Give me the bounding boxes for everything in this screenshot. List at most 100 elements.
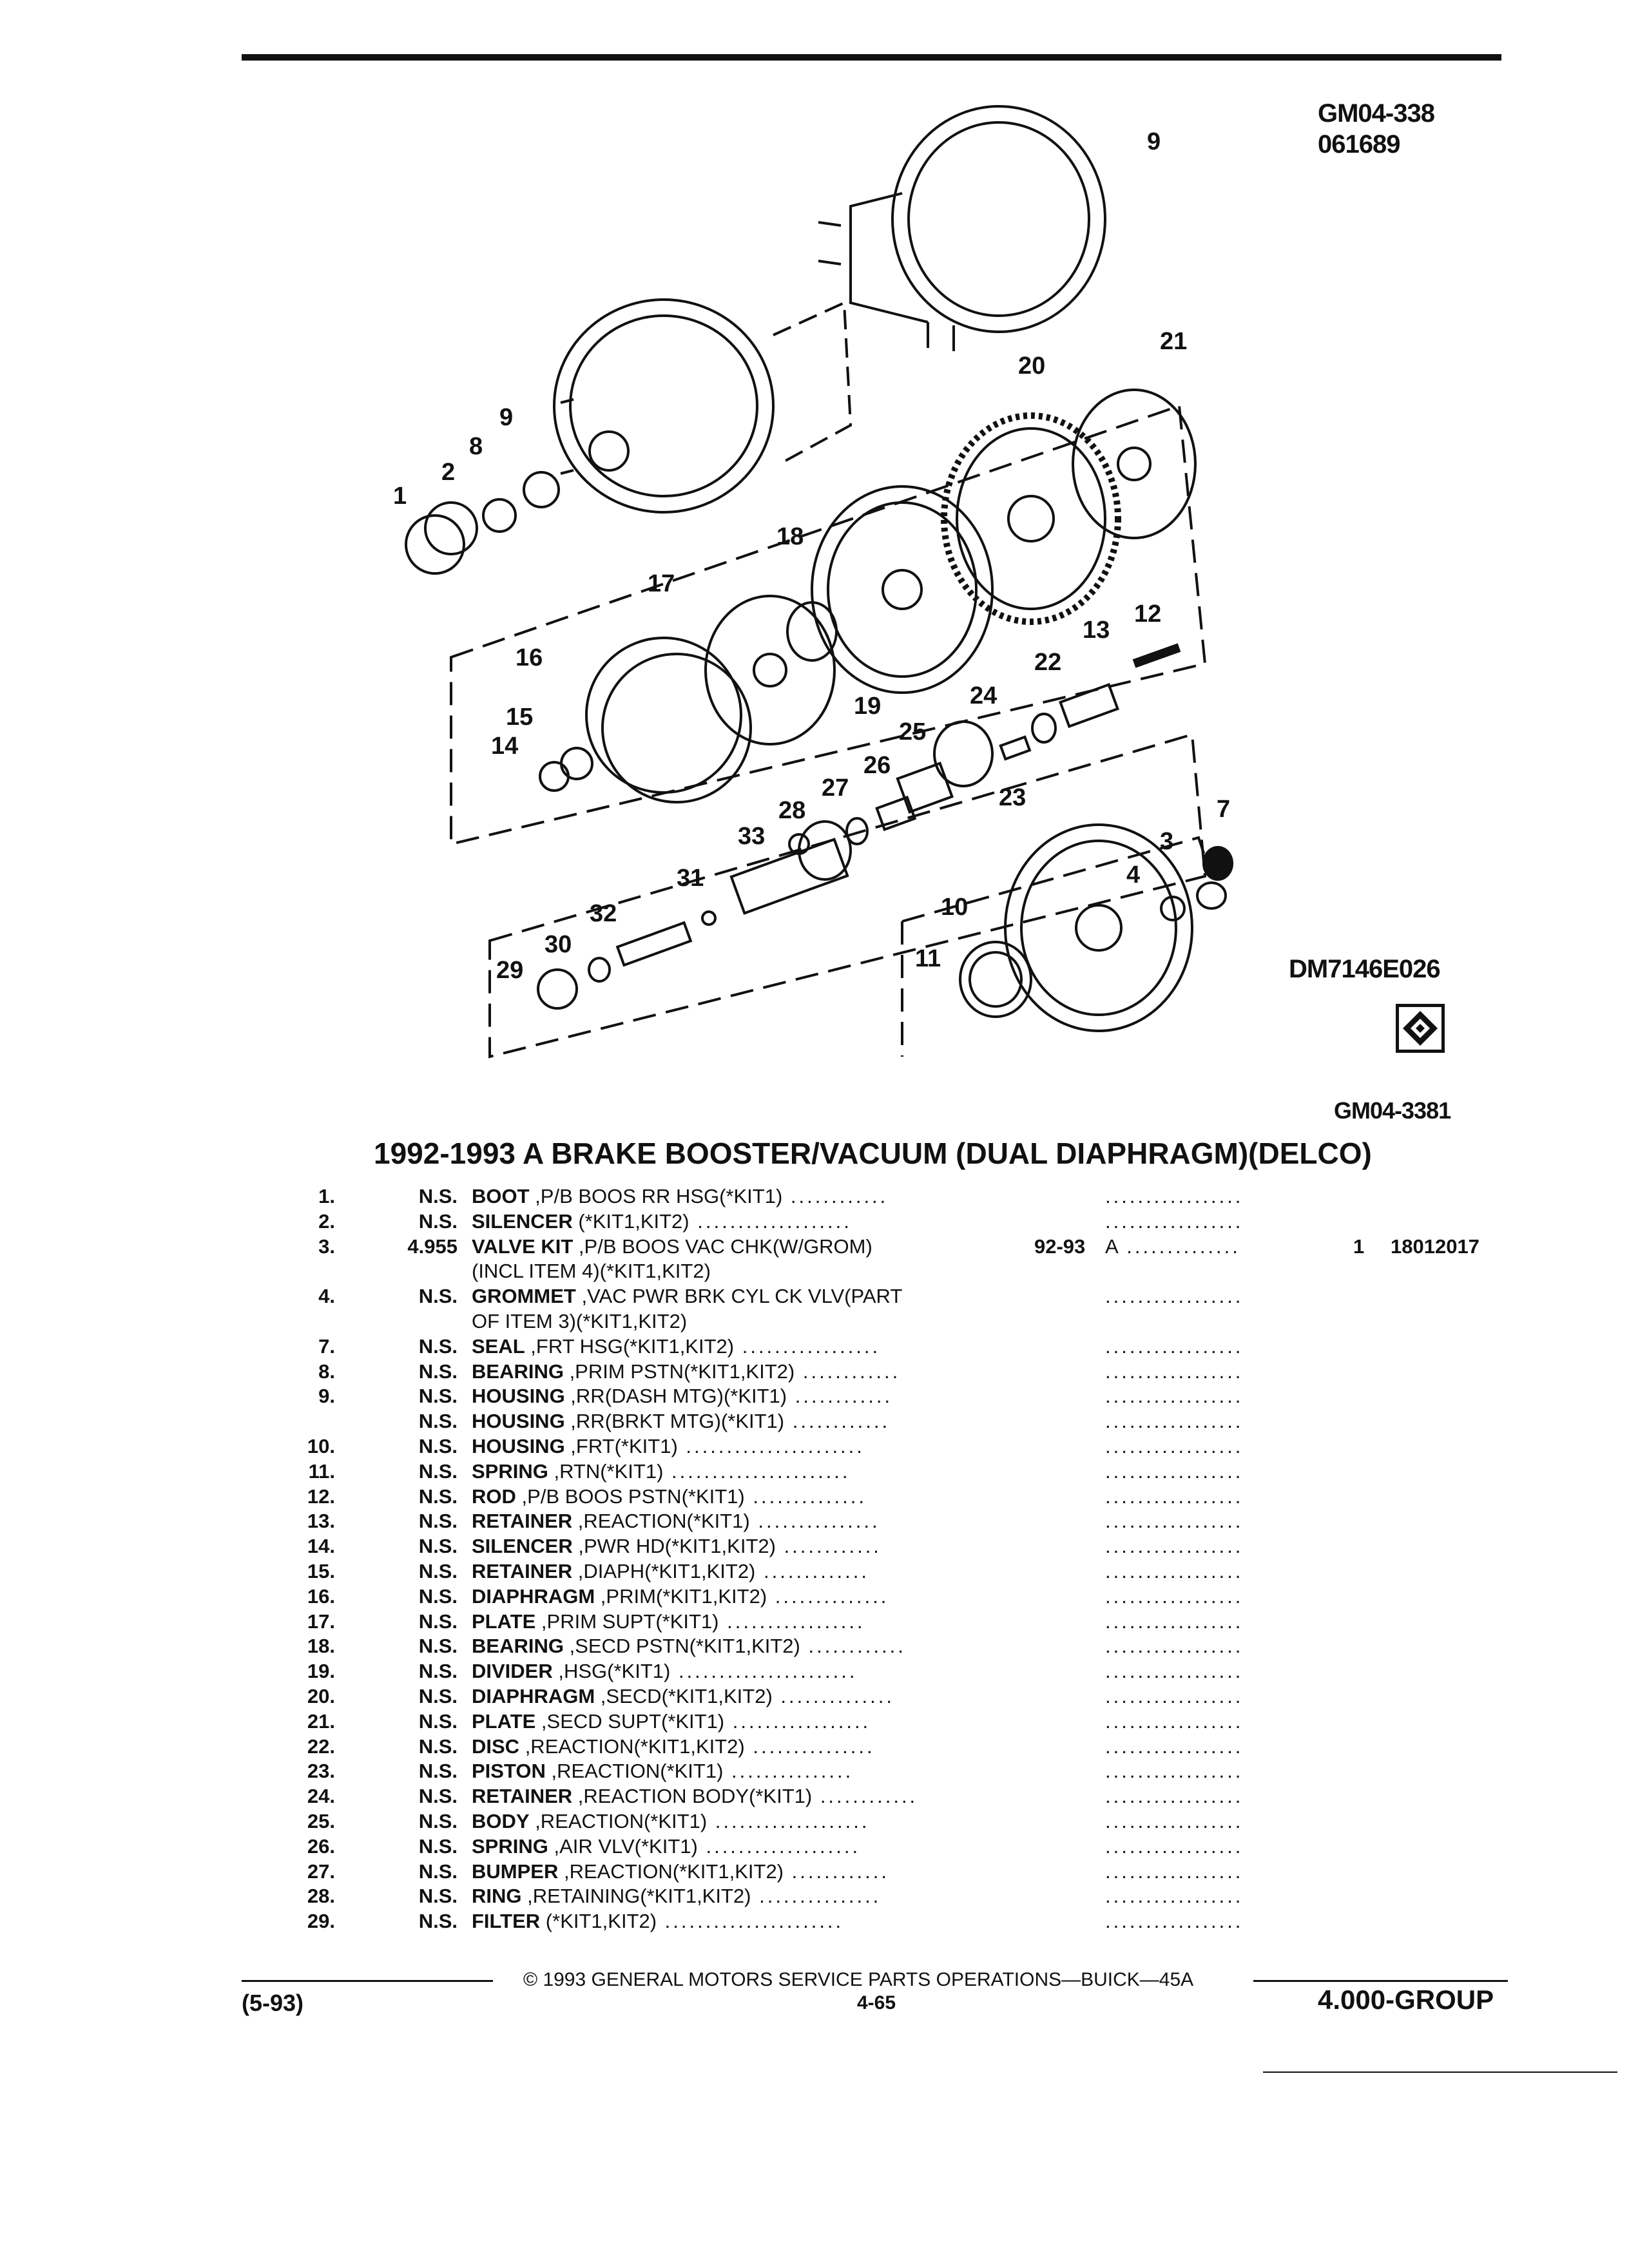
model-column: .................: [1105, 1534, 1318, 1559]
leader-dots: ...................: [689, 1209, 852, 1233]
price-code: N.S.: [418, 1810, 458, 1832]
leader-dots: ...................: [707, 1810, 870, 1832]
callout-9-lower: 9: [499, 404, 513, 431]
item-number: 25.: [307, 1810, 335, 1832]
front-housing: [1004, 823, 1193, 1032]
price-code: N.S.: [418, 1510, 458, 1533]
part-spec: OF ITEM 3)(*KIT1,KIT2): [472, 1310, 688, 1332]
section-title: 1992-1993 A BRAKE BOOSTER/VACUUM (DUAL D…: [374, 1137, 1372, 1170]
callout-13: 13: [1083, 617, 1110, 644]
part-spec: ,PRIM SUPT(*KIT1): [535, 1610, 719, 1633]
booster-rear-housing-dash: [553, 298, 775, 514]
model-column: .................: [1105, 1735, 1318, 1759]
model-column: .................: [1105, 1809, 1318, 1834]
model-leader-dots: .................: [1105, 1435, 1244, 1457]
model-leader-dots: .................: [1105, 1510, 1244, 1533]
footer-rule-left: [242, 1980, 493, 1982]
part-spec: (*KIT1,KIT2): [540, 1910, 657, 1933]
item-number: 15.: [307, 1560, 335, 1582]
price-code: N.S.: [418, 1910, 458, 1933]
part-description: SILENCER ,PWR HD(*KIT1,KIT2) ...........…: [472, 1534, 987, 1559]
item-number: 4.: [318, 1285, 335, 1308]
callout-2: 2: [441, 459, 455, 486]
callout-16: 16: [516, 644, 543, 671]
part-description: SPRING ,RTN(*KIT1) .....................…: [472, 1459, 987, 1484]
top-rule: [242, 54, 1501, 61]
part-name: RETAINER: [472, 1785, 573, 1808]
price-code: N.S.: [418, 1885, 458, 1908]
part-description: BEARING ,SECD PSTN(*KIT1,KIT2) .........…: [472, 1634, 987, 1658]
part-description: HOUSING ,RR(BRKT MTG)(*KIT1) ...........…: [472, 1409, 987, 1434]
part-description: FILTER (*KIT1,KIT2) ....................…: [472, 1909, 987, 1934]
model-column: A ..............: [1105, 1235, 1318, 1259]
part-spec: ,P/B BOOS PSTN(*KIT1): [516, 1485, 745, 1508]
part-spec: ,SECD PSTN(*KIT1,KIT2): [563, 1635, 800, 1658]
item-number: 7.: [318, 1334, 335, 1358]
part-row: 21.N.S.PLATE ,SECD SUPT(*KIT1) .........…: [0, 1709, 1629, 1734]
part-row: 26.N.S.SPRING ,AIR VLV(*KIT1) ..........…: [0, 1834, 1629, 1859]
model-leader-dots: .................: [1105, 1584, 1244, 1608]
model-column: .................: [1105, 1584, 1318, 1609]
model-column: .................: [1105, 1659, 1318, 1684]
part-description: RETAINER ,DIAPH(*KIT1,KIT2) ............…: [472, 1559, 987, 1584]
footer-date: (5-93): [242, 1990, 304, 2016]
leader-dots: ...............: [751, 1885, 882, 1908]
leader-dots: ............: [782, 1185, 889, 1207]
item-number: 8.: [318, 1360, 335, 1383]
item-number: 17.: [307, 1610, 335, 1633]
item-number: 18.: [307, 1635, 335, 1658]
leader-dots: .................: [724, 1709, 871, 1733]
model-column: .................: [1105, 1459, 1318, 1484]
callout-3: 3: [1160, 828, 1173, 855]
part-row: 29.N.S.FILTER (*KIT1,KIT2) .............…: [0, 1909, 1629, 1934]
part-row: 1.N.S.BOOT ,P/B BOOS RR HSG(*KIT1) .....…: [0, 1184, 1629, 1209]
callout-31: 31: [677, 865, 704, 892]
callout-28: 28: [778, 797, 805, 824]
part-spec: ,PRIM PSTN(*KIT1,KIT2): [563, 1360, 795, 1383]
part-description: DIVIDER ,HSG(*KIT1) ....................…: [472, 1659, 987, 1684]
part-description: DIAPHRAGM ,SECD(*KIT1,KIT2) ............…: [472, 1684, 987, 1709]
part-description: DISC ,REACTION(*KIT1,KIT2) .............…: [472, 1735, 987, 1759]
part-name: BEARING: [472, 1635, 564, 1658]
model-leader-dots: .................: [1105, 1334, 1244, 1358]
callout-22: 22: [1034, 649, 1061, 676]
part-description: HOUSING ,FRT(*KIT1) ....................…: [472, 1434, 987, 1459]
price-code: N.S.: [418, 1610, 458, 1633]
part-spec: ,RTN(*KIT1): [548, 1459, 664, 1483]
part-row: OF ITEM 3)(*KIT1,KIT2): [0, 1309, 1629, 1334]
part-description: (INCL ITEM 4)(*KIT1,KIT2): [472, 1259, 987, 1283]
diaphragm-primary: [585, 637, 752, 803]
model-column: .................: [1105, 1709, 1318, 1734]
model-column: .................: [1105, 1184, 1318, 1209]
model-column: .................: [1105, 1209, 1318, 1234]
model-leader-dots: .................: [1105, 1185, 1244, 1207]
price-code: N.S.: [418, 1435, 458, 1457]
part-spec: ,RR(BRKT MTG)(*KIT1): [564, 1410, 785, 1433]
part-description: RETAINER ,REACTION BODY(*KIT1) .........…: [472, 1784, 987, 1809]
illustration-code: GM04-3381: [1334, 1097, 1451, 1124]
callout-17: 17: [648, 570, 675, 597]
model-leader-dots: .................: [1105, 1360, 1244, 1383]
item-number: 12.: [307, 1485, 335, 1508]
part-row: 2.N.S.SILENCER (*KIT1,KIT2) ............…: [0, 1209, 1629, 1234]
item-number: 10.: [307, 1435, 335, 1457]
callout-32: 32: [590, 900, 617, 927]
part-spec: ,AIR VLV(*KIT1): [548, 1834, 698, 1858]
model-column: .................: [1105, 1759, 1318, 1783]
primary-support-plate: [704, 595, 836, 745]
part-name: SILENCER: [472, 1535, 573, 1558]
part-name: VALVE KIT: [472, 1235, 574, 1258]
model-column: .................: [1105, 1384, 1318, 1408]
gm-diamond-logo: [1396, 1004, 1445, 1053]
reaction-body: [729, 820, 852, 915]
part-row: 9.N.S.HOUSING ,RR(DASH MTG)(*KIT1) .....…: [0, 1384, 1629, 1408]
part-row: 20.N.S.DIAPHRAGM ,SECD(*KIT1,KIT2) .....…: [0, 1684, 1629, 1709]
leader-dots: ............: [812, 1785, 918, 1808]
model-column: .................: [1105, 1409, 1318, 1434]
part-spec: ,PWR HD(*KIT1,KIT2): [572, 1535, 776, 1558]
price-code: N.S.: [418, 1535, 458, 1558]
part-description: PLATE ,SECD SUPT(*KIT1) ................…: [472, 1709, 987, 1734]
part-name: DIAPHRAGM: [472, 1584, 595, 1608]
callout-20: 20: [1018, 352, 1045, 380]
price-code: N.S.: [418, 1834, 458, 1858]
